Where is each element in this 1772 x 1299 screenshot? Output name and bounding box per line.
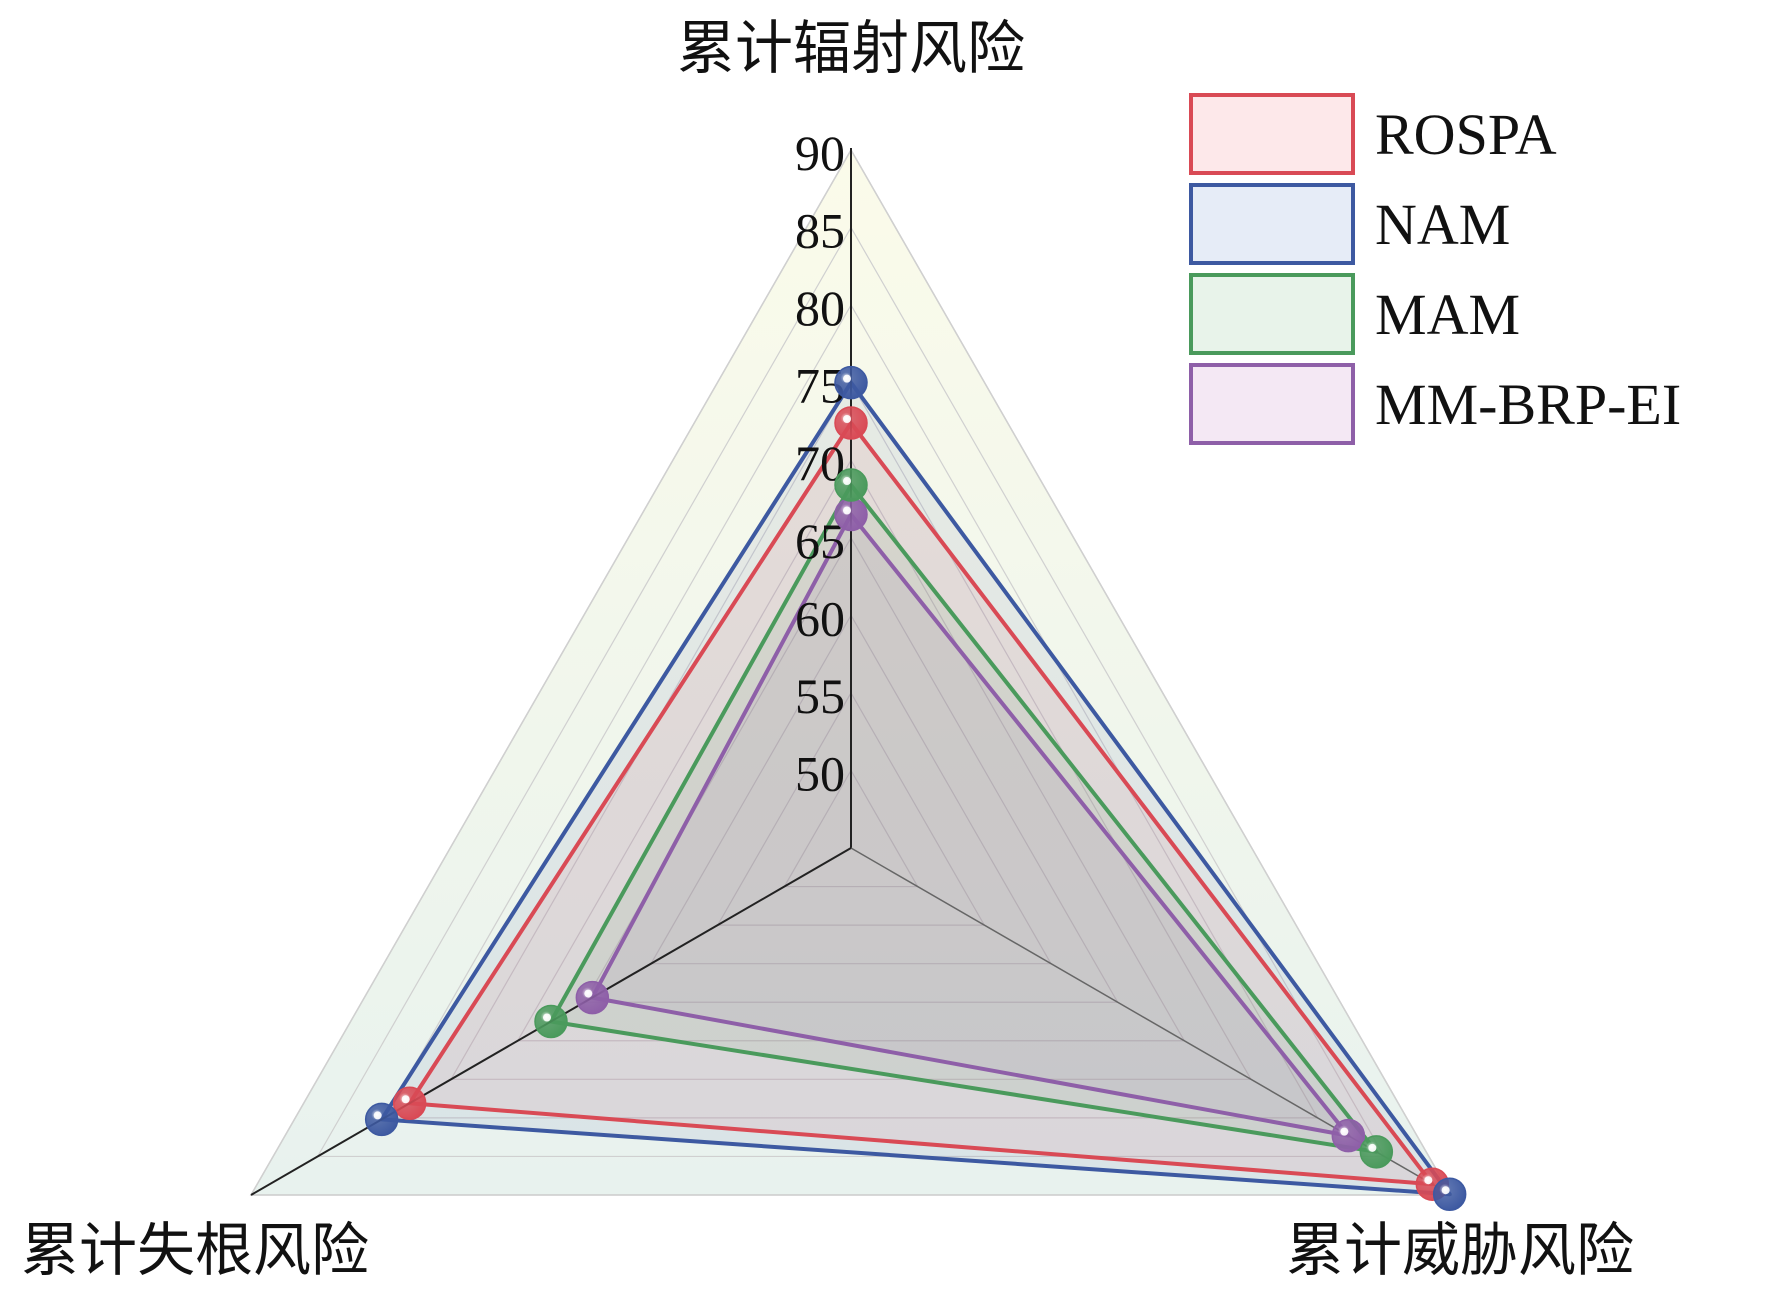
axis-title-top: 累计辐射风险 (677, 14, 1025, 82)
data-point (834, 468, 868, 502)
legend-swatch (1189, 183, 1355, 265)
data-point (834, 406, 868, 440)
legend-item-mam: MAM (1189, 273, 1520, 355)
legend-label: MAM (1375, 282, 1520, 347)
data-point (1432, 1177, 1467, 1211)
legend-label: MM-BRP-EI (1375, 372, 1681, 437)
legend-item-rospa: ROSPA (1189, 93, 1557, 175)
grid-ring (716, 691, 986, 926)
grid-ring (383, 303, 1319, 1119)
data-point (575, 980, 610, 1015)
data-point (834, 497, 868, 532)
legend-item-mm-brp-ei: MM-BRP-EI (1189, 363, 1681, 445)
tick-label: 90 (795, 125, 845, 181)
series-polygon-nam (379, 380, 1452, 1197)
tick-label: 80 (795, 280, 845, 336)
series-polygon-mm-brp-ei (590, 512, 1351, 1138)
data-point (392, 1086, 427, 1120)
data-point (1359, 1135, 1394, 1169)
legend-swatch (1189, 93, 1355, 175)
legend-label: ROSPA (1375, 102, 1557, 167)
grid-ring (649, 614, 1053, 965)
series-polygon-mam (549, 483, 1379, 1154)
axis-title-right: 累计威胁风险 (1286, 1216, 1634, 1284)
axis-title-left: 累计失根风险 (21, 1216, 369, 1284)
tick-label: 50 (795, 745, 845, 801)
tick-label: 85 (795, 203, 845, 259)
grid-ring (583, 536, 1119, 1003)
grid-ring (316, 226, 1386, 1158)
legend-item-nam: NAM (1189, 183, 1510, 265)
data-point (534, 1004, 568, 1039)
grid-ring (516, 459, 1186, 1042)
data-point (1331, 1118, 1366, 1153)
data-point (364, 1102, 399, 1137)
tick-label: 60 (795, 590, 845, 646)
tick-label: 55 (795, 668, 845, 724)
series-polygon-rospa (407, 420, 1435, 1187)
grid-ring (783, 769, 919, 888)
legend-swatch (1189, 363, 1355, 445)
data-point (834, 365, 868, 400)
legend-label: NAM (1375, 192, 1510, 257)
legend-swatch (1189, 273, 1355, 355)
grid-ring (249, 148, 1453, 1196)
